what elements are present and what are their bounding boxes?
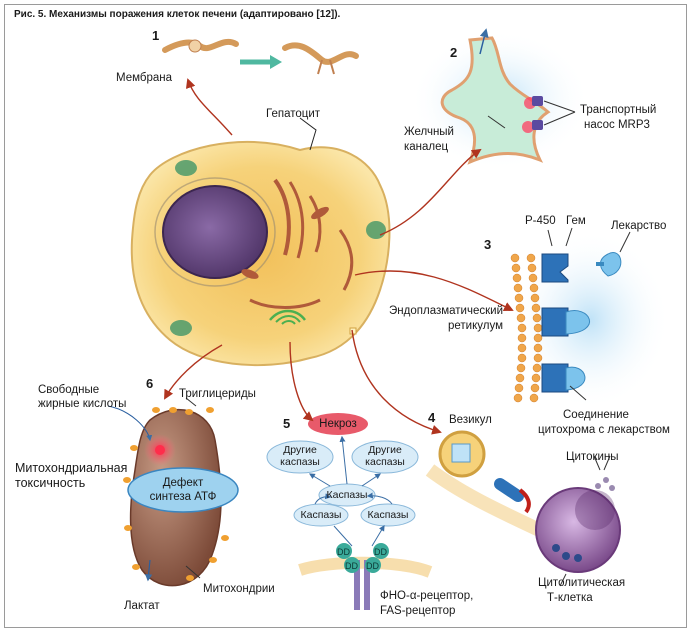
hepatocyte-label: Гепатоцит [266, 108, 321, 120]
caspases-center-label: Каспазы [326, 489, 368, 501]
caspase-panel [266, 413, 433, 610]
other-caspases-left-line1: Другие [283, 444, 317, 456]
death-domain-label-4: DD [366, 561, 379, 571]
bile-canal-panel [410, 28, 590, 170]
bile-canal-label-line1: Желчный [404, 126, 454, 138]
er-label-line1: Эндоплазматический [389, 305, 503, 317]
drug-label: Лекарство [611, 220, 667, 232]
ctl-label-line1: Цитолитическая [538, 577, 626, 589]
other-caspases-left-line2: каспазы [280, 456, 320, 468]
heme-label: Гем [566, 215, 586, 227]
er-panel [510, 227, 670, 410]
membrane-panel [162, 39, 359, 75]
membrane-label: Мембрана [116, 72, 173, 84]
mitochondria-panel [107, 397, 239, 587]
atp-defect-label-line2: синтеза АТФ [149, 491, 217, 503]
receptor-label-line1: ФНО-α-рецептор, [380, 590, 474, 602]
caspases-right-label: Каспазы [367, 509, 409, 521]
cytokines-label: Цитокины [566, 451, 619, 463]
other-caspases-right-line2: каспазы [365, 456, 405, 468]
atp-defect-label-line1: Дефект [162, 477, 204, 489]
triglycerides-label: Триглицериды [179, 388, 256, 400]
lactate-label: Лактат [124, 600, 160, 612]
death-domain-label-3: DD [345, 561, 358, 571]
vesicle-label: Везикул [449, 414, 492, 426]
panel-number-4: 4 [428, 410, 436, 425]
death-domain-label-1: DD [337, 547, 350, 557]
necrosis-label: Некроз [319, 418, 357, 430]
panel-number-2: 2 [450, 45, 458, 60]
complex-label-line2: цитохрома с лекарством [538, 424, 670, 436]
caspases-left-label: Каспазы [300, 509, 342, 521]
er-label-line2: ретикулум [448, 320, 503, 332]
panel-number-5: 5 [283, 416, 291, 431]
transport-pump-label-line1: Транспортный [580, 104, 657, 116]
other-caspases-right-line1: Другие [368, 444, 402, 456]
p450-label: Р-450 [525, 215, 556, 227]
pathway-arrows [164, 78, 514, 435]
panel-number-6: 6 [146, 376, 154, 391]
free-fatty-acids-label-line1: Свободные [38, 384, 100, 396]
bile-canal-label-line2: каналец [404, 141, 449, 153]
receptor-label-line2: FAS-рецептор [380, 605, 456, 617]
panel-number-1: 1 [152, 28, 160, 43]
mitochondria-label: Митохондрии [203, 583, 275, 595]
panel-number-3: 3 [484, 237, 492, 252]
death-domain-label-2: DD [374, 547, 387, 557]
figure-caption: Рис. 5. Механизмы поражения клеток печен… [14, 9, 341, 20]
vesicle-tcell-panel [425, 430, 621, 587]
complex-label-line1: Соединение [563, 409, 629, 421]
ctl-label-line2: Т-клетка [547, 592, 593, 604]
free-fatty-acids-label-line2: жирные кислоты [38, 398, 127, 410]
hepatocyte-cell [130, 117, 391, 367]
mito-toxicity-label-line2: токсичность [15, 476, 86, 490]
transport-pump-label-line2: насос MRP3 [584, 119, 650, 131]
mito-toxicity-label-line1: Митохондриальная [15, 461, 128, 475]
figure-frame [4, 4, 687, 628]
